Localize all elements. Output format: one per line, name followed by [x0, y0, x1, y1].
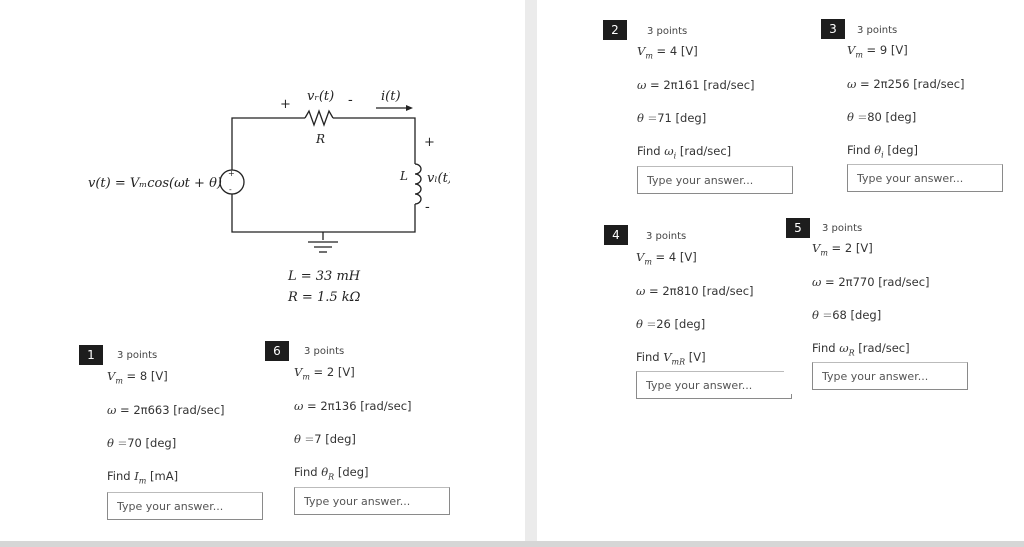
resistor-icon [304, 109, 334, 127]
l-value: L = 33 mH [287, 269, 361, 284]
vm-line: Vm = 4 [V] [637, 44, 698, 61]
answer-input[interactable] [847, 164, 1003, 192]
vm-line: Vm = 2 [V] [294, 365, 355, 382]
vr-minus: - [348, 92, 353, 108]
find-line: Find ωR [rad/sec] [812, 341, 910, 358]
answer-input[interactable] [812, 362, 968, 390]
answer-input[interactable] [107, 492, 263, 520]
current-label: i(t) [381, 89, 401, 104]
wire-right-bottom [231, 194, 416, 233]
question-points: 3 points [822, 223, 863, 234]
theta-line: θ =71 [deg] [637, 111, 707, 125]
question-points: 3 points [857, 25, 898, 36]
answer-input[interactable] [636, 371, 792, 399]
question-number-badge: 2 [603, 20, 627, 40]
circuit-diagram: v(t) = Vₘcos(ωt + θ) + - + vᵣ(t) - i(t) … [88, 89, 450, 305]
omega-line: ω = 2π161 [rad/sec] [637, 78, 755, 92]
question-number-badge: 6 [265, 341, 289, 361]
question-card-4: 4 3 points Vm = 4 [V] ω = 2π810 [rad/sec… [604, 223, 792, 401]
find-line: Find θi [deg] [847, 143, 919, 160]
question-points: 3 points [117, 350, 158, 361]
wire-left [231, 117, 305, 170]
question-card-1: 1 3 points Vm = 8 [V] ω = 2π663 [rad/sec… [79, 343, 265, 526]
find-line: Find ωi [rad/sec] [637, 144, 732, 161]
theta-line: θ =80 [deg] [847, 110, 917, 124]
omega-line: ω = 2π810 [rad/sec] [636, 284, 754, 298]
resistor-label: R [315, 132, 325, 146]
vl-plus: + [424, 135, 435, 150]
answer-input[interactable] [294, 487, 450, 515]
question-number-badge: 1 [79, 345, 103, 365]
vm-line: Vm = 2 [V] [812, 241, 873, 258]
question-number-badge: 3 [821, 19, 845, 39]
r-value: R = 1.5 kΩ [287, 290, 361, 305]
theta-line: θ =68 [deg] [812, 308, 882, 322]
omega-line: ω = 2π256 [rad/sec] [847, 77, 965, 91]
theta-line: θ =7 [deg] [294, 432, 356, 446]
vm-line: Vm = 9 [V] [847, 43, 908, 60]
bottom-scrollbar[interactable] [0, 541, 1024, 547]
svg-text:-: - [229, 185, 232, 194]
svg-text:+: + [228, 169, 235, 178]
vl-minus: - [425, 199, 430, 215]
inductor-label: L [399, 169, 408, 183]
wire-top-right [333, 117, 416, 164]
question-card-2: 2 3 points Vm = 4 [V] ω = 2π161 [rad/sec… [603, 18, 796, 196]
question-number-badge: 5 [786, 218, 810, 238]
answer-input[interactable] [637, 166, 793, 194]
vr-plus: + [280, 97, 291, 112]
question-card-5: 5 3 points Vm = 2 [V] ω = 2π770 [rad/sec… [784, 216, 968, 394]
vm-line: Vm = 8 [V] [107, 369, 168, 386]
vr-label: vᵣ(t) [307, 89, 334, 104]
question-number-badge: 4 [604, 225, 628, 245]
find-line: Find VmR [V] [636, 350, 706, 367]
question-points: 3 points [646, 231, 687, 242]
find-line: Find Im [mA] [107, 469, 179, 486]
inductor-icon [414, 163, 422, 205]
question-card-6: 6 3 points Vm = 2 [V] ω = 2π136 [rad/sec… [265, 340, 450, 526]
question-points: 3 points [304, 346, 345, 357]
omega-line: ω = 2π663 [rad/sec] [107, 403, 225, 417]
question-points: 3 points [647, 26, 688, 37]
theta-line: θ =70 [deg] [107, 436, 177, 450]
vm-line: Vm = 4 [V] [636, 250, 697, 267]
omega-line: ω = 2π770 [rad/sec] [812, 275, 930, 289]
find-line: Find θR [deg] [294, 465, 369, 482]
omega-line: ω = 2π136 [rad/sec] [294, 399, 412, 413]
vl-label: vₗ(t) [427, 171, 450, 186]
theta-line: θ =26 [deg] [636, 317, 706, 331]
source-label: v(t) = Vₘcos(ωt + θ) [88, 176, 222, 191]
question-card-3: 3 3 points Vm = 9 [V] ω = 2π256 [rad/sec… [819, 18, 1003, 196]
